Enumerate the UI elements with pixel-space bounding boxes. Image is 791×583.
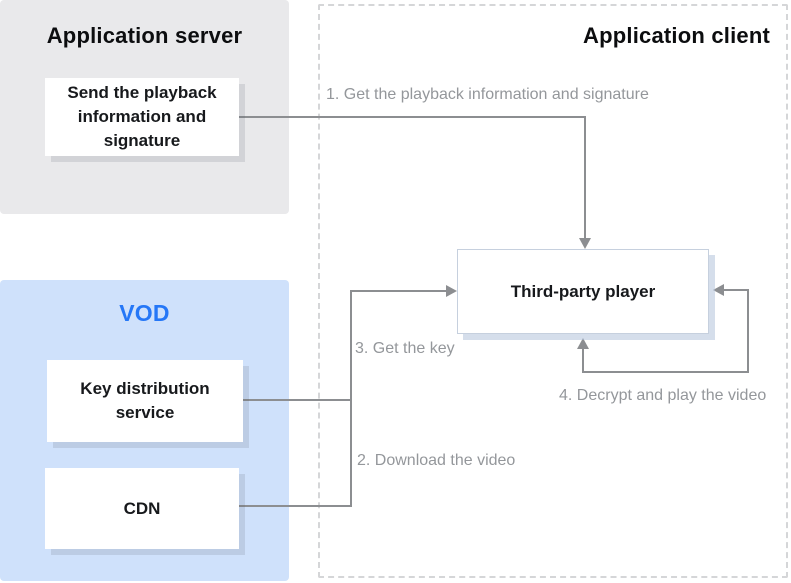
- vod-trunk-connector-line: [350, 290, 448, 506]
- step1-connector-line: [239, 116, 586, 240]
- cdn-box: CDN: [45, 468, 239, 549]
- application-server-title: Application server: [46, 23, 243, 48]
- application-client-title: Application client: [583, 23, 770, 48]
- step1-arrowhead-down-icon: [579, 238, 591, 249]
- cdn-label: CDN: [123, 498, 161, 518]
- step4-arrowhead-up-icon: [577, 338, 589, 349]
- step2-label: 2. Download the video: [357, 452, 516, 469]
- trunk-arrowhead-right-icon: [446, 285, 457, 297]
- send-playback-info-label: Send the playback information and signat…: [67, 83, 217, 150]
- vod-title: VOD: [119, 300, 170, 326]
- key-distribution-service-box: Key distribution service: [47, 360, 243, 442]
- step3-label: 3. Get the key: [355, 340, 455, 357]
- third-party-player-box: Third-party player: [457, 249, 709, 334]
- step4-label: 4. Decrypt and play the video: [559, 387, 767, 404]
- send-playback-info-box: Send the playback information and signat…: [45, 78, 239, 156]
- step1-label: 1. Get the playback information and sign…: [326, 86, 649, 103]
- key-distribution-service-label: Key distribution service: [80, 379, 210, 422]
- third-party-player-label: Third-party player: [510, 281, 656, 301]
- step4-arrowhead-left-icon: [713, 284, 724, 296]
- application-client-frame: [318, 4, 788, 578]
- step4-loop-connector-line: [582, 289, 749, 373]
